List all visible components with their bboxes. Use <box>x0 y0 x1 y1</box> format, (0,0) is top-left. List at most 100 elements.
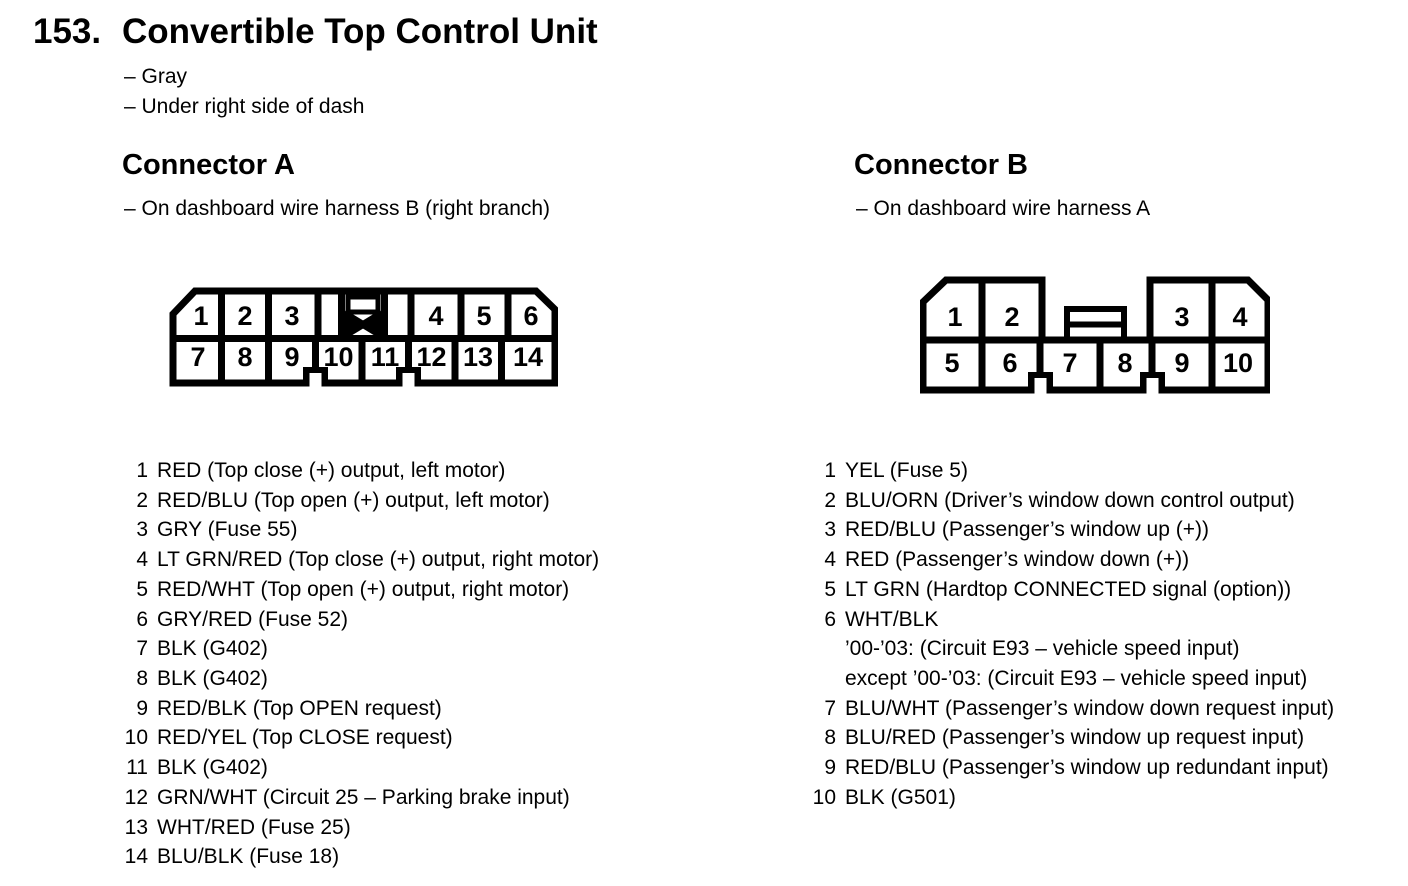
pin-number: 7 <box>824 696 836 720</box>
connector-a-note: – On dashboard wire harness B (right bra… <box>124 197 551 220</box>
pin-number: 4 <box>824 548 836 572</box>
pin-row: 9 RED/BLU (Passenger’s window up redundan… <box>804 753 1334 783</box>
pin-cell-number: 13 <box>463 342 493 372</box>
unit-note-location: – Under right side of dash <box>124 95 365 118</box>
pin-row: 5 RED/WHT (Top open (+) output, right mot… <box>116 575 599 605</box>
pin-row: 4 RED (Passenger’s window down (+)) <box>804 545 1334 575</box>
pin-row: 7 BLK (G402) <box>116 634 599 664</box>
pin-description: BLK (G501) <box>845 785 956 809</box>
pin-row: 2 RED/BLU (Top open (+) output, left moto… <box>116 486 599 516</box>
pin-description: GRY/RED (Fuse 52) <box>157 607 348 631</box>
pin-cell-number: 9 <box>1174 348 1189 378</box>
pin-description-continuation: except ’00-’03: (Circuit E93 – vehicle s… <box>845 667 1308 691</box>
pin-row: 10 RED/YEL (Top CLOSE request) <box>116 723 599 753</box>
connector-a-cell-walls <box>173 291 555 383</box>
pin-description: BLK (G402) <box>157 667 268 691</box>
pin-row: 1 RED (Top close (+) output, left motor) <box>116 456 599 486</box>
pin-cell-number: 3 <box>284 301 299 331</box>
pin-cell-number: 1 <box>947 302 962 332</box>
section-number: 153. <box>33 12 102 51</box>
pin-row: 9 RED/BLK (Top OPEN request) <box>116 694 599 724</box>
pin-row: 5 LT GRN (Hardtop CONNECTED signal (optio… <box>804 575 1334 605</box>
pin-row: 10 BLK (G501) <box>804 783 1334 813</box>
pin-description: YEL (Fuse 5) <box>845 459 968 482</box>
pin-description: RED/WHT (Top open (+) output, right moto… <box>157 577 570 601</box>
pin-number: 4 <box>136 548 148 572</box>
pin-cell-number: 5 <box>476 301 491 331</box>
pin-row: 8 BLU/RED (Passenger’s window up request … <box>804 723 1334 753</box>
pin-description: BLU/ORN (Driver’s window down control ou… <box>845 488 1295 512</box>
pin-number: 5 <box>136 577 148 601</box>
pin-cell-number: 5 <box>944 348 959 378</box>
pin-number: 6 <box>136 607 148 631</box>
pin-cell-number: 9 <box>284 342 299 372</box>
pin-description: RED/BLK (Top OPEN request) <box>157 696 442 720</box>
connector-a-title: Connector A <box>122 149 295 181</box>
pin-row: 4 LT GRN/RED (Top close (+) output, right… <box>116 545 599 575</box>
pin-description: WHT/RED (Fuse 25) <box>157 815 351 839</box>
pin-cell-number: 3 <box>1174 302 1189 332</box>
pin-cell-number: 12 <box>416 342 446 372</box>
pin-cell-number: 10 <box>1223 348 1253 378</box>
pin-number: 8 <box>824 726 836 750</box>
pin-number: 2 <box>136 488 148 512</box>
pin-cell-number: 6 <box>1002 348 1017 378</box>
pin-description: GRY (Fuse 55) <box>157 518 298 542</box>
pin-number: 11 <box>126 756 148 780</box>
pin-cell-number: 7 <box>190 342 205 372</box>
pin-description: RED/YEL (Top CLOSE request) <box>157 726 453 750</box>
pin-row: 7 BLU/WHT (Passenger’s window down reques… <box>804 694 1334 724</box>
pin-number: 10 <box>812 785 836 809</box>
keying-notch <box>1028 372 1165 394</box>
pin-description: RED (Passenger’s window down (+)) <box>845 548 1190 572</box>
pin-description: LT GRN/RED (Top close (+) output, right … <box>157 548 600 572</box>
connector-a-diagram: 1 2 3 4 5 6 7 8 9 10 11 12 13 14 <box>169 287 558 388</box>
pin-number: 7 <box>136 637 148 661</box>
pin-number: 3 <box>824 518 836 542</box>
pin-number: 9 <box>824 756 836 780</box>
connector-b-cell-numbers: 1 2 3 4 5 6 7 8 9 10 <box>944 302 1253 378</box>
pin-number-spacer <box>804 664 836 694</box>
pin-description: RED/BLU (Passenger’s window up redundant… <box>845 756 1329 780</box>
pin-cell-number: 10 <box>323 342 353 372</box>
pin-description: BLU/WHT (Passenger’s window down request… <box>845 696 1335 720</box>
pin-cell-number: 2 <box>1004 302 1019 332</box>
pin-number: 6 <box>824 607 836 631</box>
pin-cell-number: 6 <box>523 301 538 331</box>
connector-b-note: – On dashboard wire harness A <box>856 197 1151 220</box>
pin-description: BLU/RED (Passenger’s window up request i… <box>845 726 1305 750</box>
pin-description: RED/BLU (Top open (+) output, left motor… <box>157 488 550 512</box>
pin-row: 3 RED/BLU (Passenger’s window up (+)) <box>804 515 1334 545</box>
pin-cell-number: 8 <box>1117 348 1132 378</box>
pin-number: 12 <box>124 785 148 809</box>
pin-number-spacer <box>804 634 836 664</box>
pin-number: 10 <box>124 726 148 750</box>
pin-cell-number: 14 <box>513 342 543 372</box>
pin-number: 5 <box>824 577 836 601</box>
pin-description: RED/BLU (Passenger’s window up (+)) <box>845 518 1209 542</box>
pin-description-continuation: ’00-’03: (Circuit E93 – vehicle speed in… <box>845 637 1240 661</box>
pin-cell-number: 1 <box>193 301 208 331</box>
pin-number: 1 <box>136 459 148 482</box>
pin-description: LT GRN (Hardtop CONNECTED signal (option… <box>845 577 1292 601</box>
pin-description: RED (Top close (+) output, left motor) <box>157 459 506 482</box>
pin-description: BLU/BLK (Fuse 18) <box>157 845 340 869</box>
latch-icon <box>341 294 385 339</box>
pin-row-continuation: except ’00-’03: (Circuit E93 – vehicle s… <box>804 664 1334 694</box>
connector-b-diagram: 1 2 3 4 5 6 7 8 9 10 <box>920 276 1270 394</box>
page-title: Convertible Top Control Unit <box>122 12 598 51</box>
pin-description: BLK (G402) <box>157 637 268 661</box>
pin-number: 9 <box>136 696 148 720</box>
pin-cell-number: 7 <box>1062 348 1077 378</box>
pin-description: BLK (G402) <box>157 756 268 780</box>
connector-a-pin-list: 1 RED (Top close (+) output, left motor) 2… <box>116 456 599 872</box>
unit-note-color: – Gray <box>124 65 188 88</box>
